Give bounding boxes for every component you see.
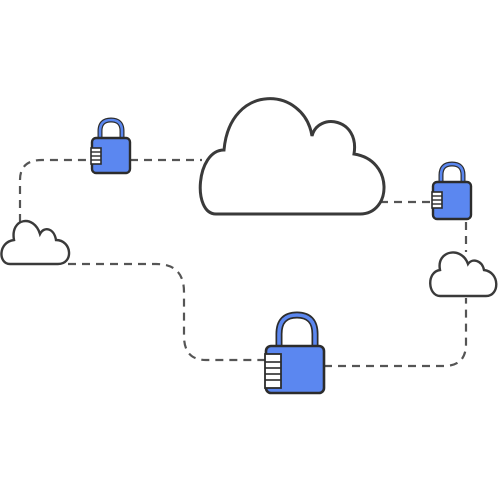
cloud-icon	[198, 97, 386, 216]
connectors	[18, 158, 468, 368]
connector-left-cloud-to-top-lock	[18, 158, 92, 222]
padlock-icon	[431, 161, 473, 221]
cloud-icon	[0, 219, 71, 266]
connector-left-cloud-to-bottom-lock	[68, 262, 266, 362]
cloud-icon	[429, 251, 498, 298]
padlock-icon	[264, 311, 326, 395]
connector-bottom-lock-to-right-cloud	[324, 298, 468, 368]
padlock-icon	[90, 117, 132, 175]
